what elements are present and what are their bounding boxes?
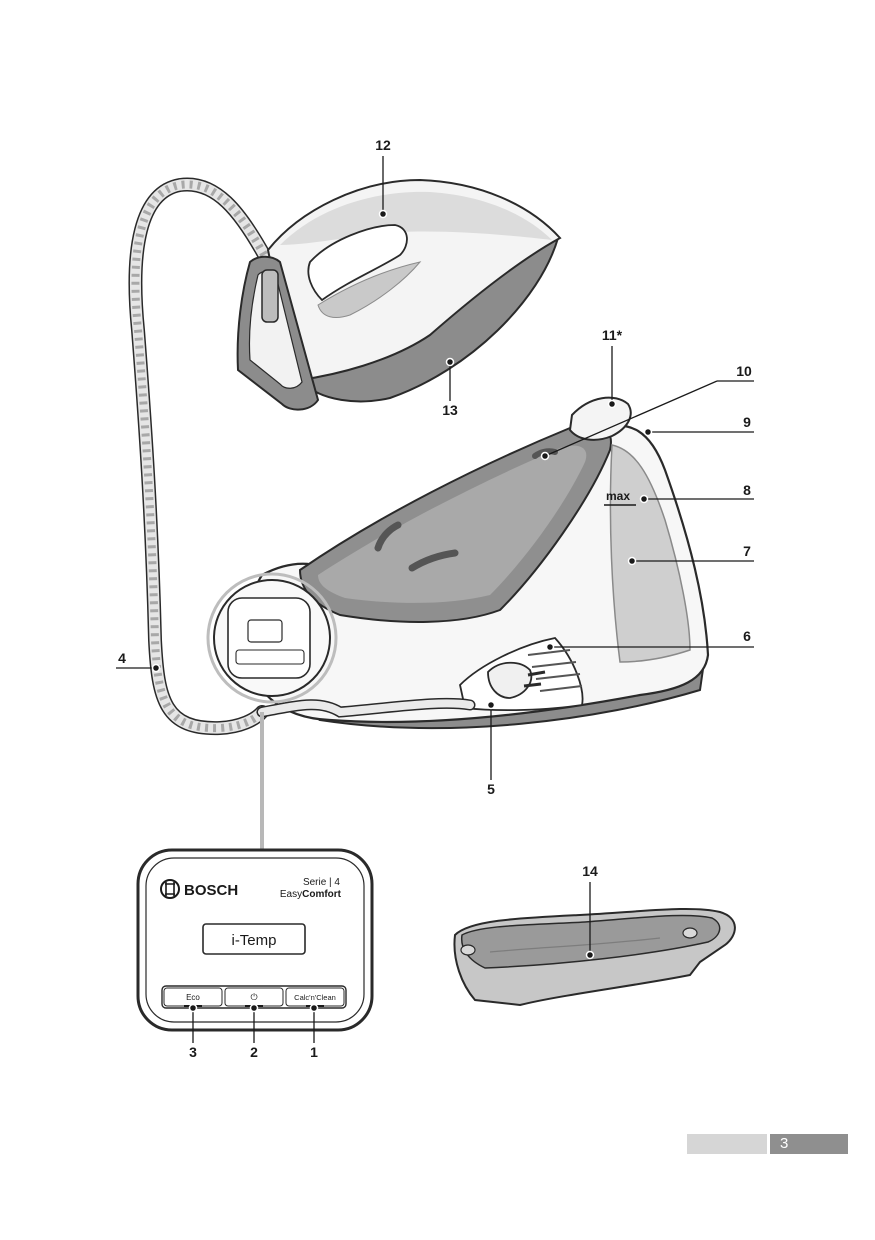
temperature-display [202,923,306,955]
descaling-tray [453,908,736,1007]
display-text: i-Temp [231,932,276,949]
bosch-logo-icon [160,879,180,899]
callout-3: 3 [189,1044,197,1060]
callout-12: 12 [375,137,391,153]
callout-7: 7 [743,543,751,559]
power-icon: ⏻ [250,992,257,1002]
callout-5: 5 [487,781,495,797]
callouts: 12 13 11* 10 9 8 7 6 5 4 [116,137,754,1060]
power-cord [128,177,275,736]
callout-4: 4 [118,650,126,666]
callout-11: 11* [602,327,623,343]
brand-label: BOSCH [184,882,238,899]
callout-1: 1 [310,1044,318,1060]
max-level-label: max [606,489,630,503]
callout-2: 2 [250,1044,258,1060]
steam-station: max [206,396,710,730]
callout-9: 9 [743,414,751,430]
callout-6: 6 [743,628,751,644]
callout-10: 10 [736,363,752,379]
iron [236,178,562,411]
page-footer-bar [687,1134,767,1154]
callout-13: 13 [442,402,458,418]
callout-14: 14 [582,863,598,879]
series-label: Serie | 4 [303,877,340,888]
calc-n-clean-label: Calc'n'Clean [294,993,336,1002]
page-number: 3 [770,1134,848,1154]
callout-8: 8 [743,482,751,498]
series-sub-label: EasyComfort [280,889,342,900]
eco-button-label: Eco [186,993,200,1002]
control-panel-detail: BOSCH Serie | 4 EasyComfort i-Temp Eco ⏻… [136,848,374,1032]
